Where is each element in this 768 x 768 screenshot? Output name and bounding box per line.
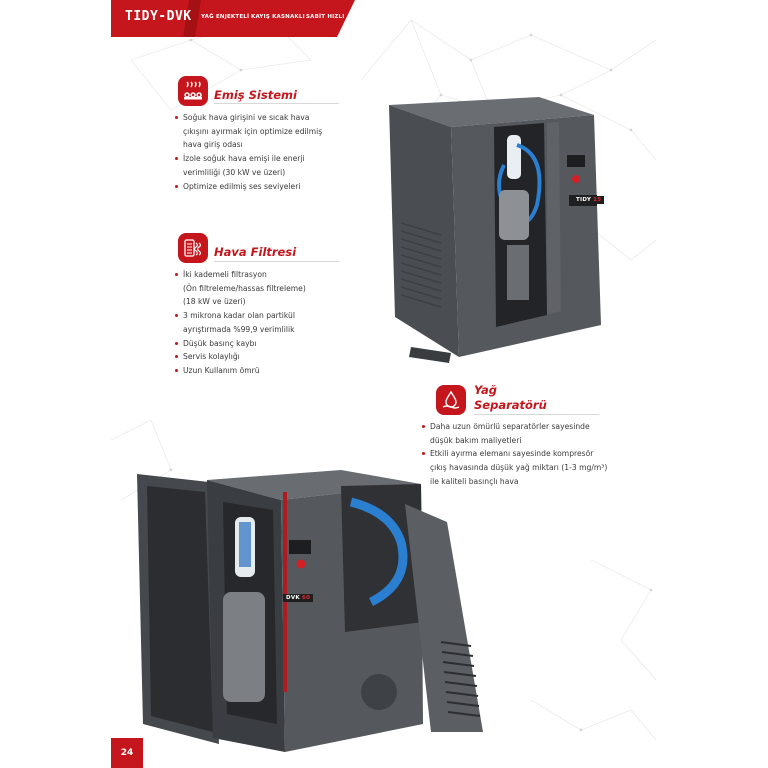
- compressor-tidy15-image: [389, 97, 601, 363]
- list-item: İki kademeli filtrasyon: [175, 268, 365, 282]
- list-item: (18 kW ve üzeri): [183, 297, 246, 307]
- list-item: (Ön filtreleme/hassas filtreleme): [183, 283, 306, 293]
- oil-drop-icon: [436, 385, 466, 415]
- section-title-separator-line1: Yağ: [474, 383, 497, 397]
- compressor-dvk60-image: [137, 470, 483, 752]
- list-item: hava giriş odası: [183, 140, 243, 150]
- tag-belt-driven: KAYIŞ KASNAKLI: [251, 14, 305, 20]
- badge-prefix: DVK: [286, 595, 300, 601]
- divider: [214, 103, 339, 104]
- list-item: ile kaliteli basınçlı hava: [430, 476, 519, 486]
- section-title-intake: Emiş Sistemi: [214, 88, 297, 102]
- intake-bullets: Soğuk hava girişini ve sıcak hava çıkışı…: [175, 111, 365, 193]
- list-item: çıkışını ayırmak için optimize edilmiş: [183, 126, 323, 136]
- list-item: verimliliği (30 kW ve üzeri): [183, 167, 286, 177]
- list-item: düşük bakım maliyetleri: [430, 435, 522, 445]
- badge-number: 15: [593, 197, 602, 203]
- tag-oil-injected: YAĞ ENJEKTELİ: [201, 14, 250, 20]
- badge-prefix: TIDY: [576, 197, 592, 203]
- list-item: Düşük basınç kaybı: [175, 337, 365, 351]
- header-band: TIDY-DVK YAĞ ENJEKTELİ KAYIŞ KASNAKLI SA…: [111, 0, 355, 37]
- filter-bullets: İki kademeli filtrasyon (Ön filtreleme/h…: [175, 268, 365, 378]
- list-item: Uzun Kullanım ömrü: [175, 364, 365, 378]
- section-title-separator-line2: Separatörü: [474, 398, 547, 412]
- divider: [474, 414, 599, 415]
- list-item: İzole soğuk hava emişi ile enerji: [175, 152, 365, 166]
- list-item: 3 mikrona kadar olan partikül: [175, 309, 365, 323]
- list-item: Optimize edilmiş ses seviyeleri: [175, 180, 365, 194]
- tag-fixed-speed: SABİT HIZLI: [306, 14, 345, 20]
- intake-heat-icon: [178, 76, 208, 106]
- brochure-page: TIDY-DVK YAĞ ENJEKTELİ KAYIŞ KASNAKLI SA…: [111, 0, 656, 768]
- divider: [214, 261, 339, 262]
- separator-bullets: Daha uzun ömürlü separatörler sayesinde …: [422, 420, 652, 489]
- list-item: çıkış havasında düşük yağ miktarı (1-3 m…: [430, 463, 608, 473]
- air-filter-icon: [178, 233, 208, 263]
- list-item: Daha uzun ömürlü separatörler sayesinde: [422, 420, 652, 434]
- list-item: Soğuk hava girişini ve sıcak hava: [175, 111, 365, 125]
- list-item: Servis kolaylığı: [175, 350, 365, 364]
- badge-number: 60: [301, 595, 311, 601]
- list-item: ayrıştırmada %99,9 verimlilik: [183, 324, 295, 334]
- page-number: 24: [111, 738, 143, 768]
- header-title: TIDY-DVK: [125, 9, 192, 24]
- list-item: Etkili ayırma elemanı sayesinde kompresö…: [422, 447, 652, 461]
- section-title-filter: Hava Filtresi: [214, 245, 297, 259]
